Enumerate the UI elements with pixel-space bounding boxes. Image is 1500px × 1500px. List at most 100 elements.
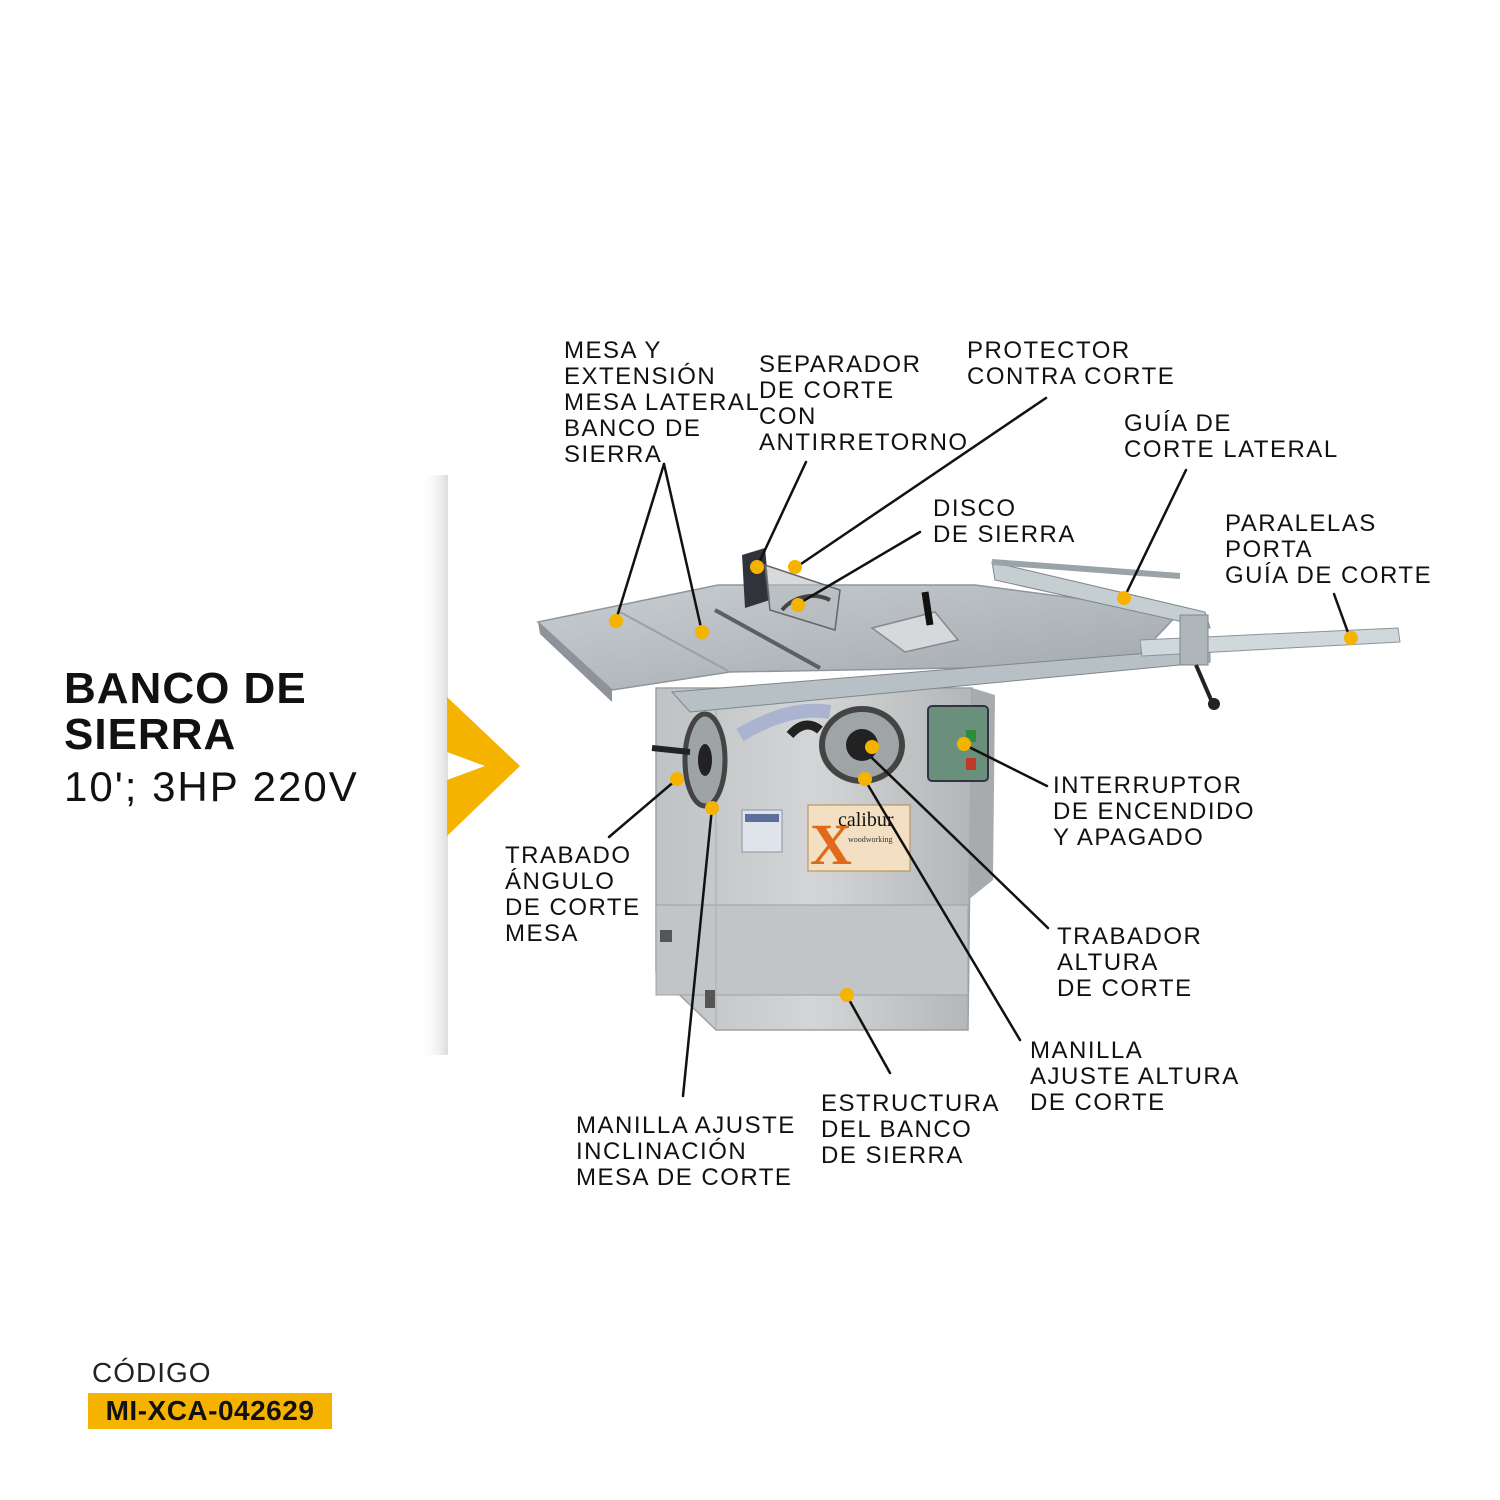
code-label: CÓDIGO [92,1357,212,1388]
label-line: ESTRUCTURA [821,1090,1001,1117]
callout-dots [609,560,1358,1002]
label-line: PORTA [1225,536,1313,563]
product-title-line2: SIERRA [64,710,237,759]
label-line: GUÍA DE CORTE [1225,562,1433,589]
label-manilla-inclinacion: MANILLA AJUSTE INCLINACIÓN MESA DE CORTE [576,1113,796,1191]
label-line: GUÍA DE [1124,410,1232,437]
label-line: MESA DE CORTE [576,1164,793,1191]
label-line: ALTURA [1057,949,1159,976]
leader-paralelas [1332,592,1352,640]
saw-blade [780,593,831,612]
chevron-arrow [447,697,520,836]
label-line: DE CORTE [759,377,895,404]
label-estructura: ESTRUCTURA DEL BANCO DE SIERRA [821,1091,1000,1169]
label-interruptor: INTERRUPTOR DE ENCENDIDO Y APAGADO [1053,773,1255,851]
label-line: SEPARADOR [759,351,922,378]
label-line: BANCO DE [564,415,702,442]
label-line: EXTENSIÓN [564,363,717,390]
dot-trabador-altura [865,740,879,754]
label-protector: PROTECTOR CONTRA CORTE [967,338,1175,390]
tilt-handwheel-hub [698,744,712,776]
foot-right [705,990,715,1008]
miter-gauge [870,611,960,653]
label-paralelas: PARALELAS PORTA GUÍA DE CORTE [1225,511,1432,589]
label-line: DISCO [933,495,1017,522]
brand-plate [807,804,911,872]
miter-slot [714,608,821,670]
dot-guia [1117,591,1131,605]
table-saw-illustration: X calibur woodworking [536,548,1401,1031]
label-line: SIERRA [564,441,663,468]
dot-mesa-right [695,625,709,639]
leader-mesa-left [614,462,666,622]
product-title: BANCO DE SIERRA [64,666,307,758]
label-mesa-extension: MESA Y EXTENSIÓN MESA LATERAL BANCO DE S… [564,338,760,468]
leader-guia [1122,468,1188,600]
label-line: MESA [505,920,580,947]
label-line: DE SIERRA [933,521,1076,548]
product-subtitle: 10'; 3HP 220V [64,763,359,810]
leader-protector [793,396,1048,570]
label-guia-lateral: GUÍA DE CORTE LATERAL [1124,411,1339,463]
label-line: ÁNGULO [505,868,616,895]
cabinet-plinth [655,904,969,996]
label-line: TRABADO [505,842,632,869]
switch-red [966,758,976,770]
dot-paralelas [1344,631,1358,645]
fence-lock-handle [1194,664,1214,703]
label-line: DE CORTE [505,894,641,921]
label-line: PARALELAS [1225,510,1377,537]
foot-left [660,930,672,942]
label-line: INTERRUPTOR [1053,772,1243,799]
height-handle [786,720,823,739]
parallel-rail [1139,627,1401,657]
switch-green [966,730,976,742]
brand-logo-text: calibur [838,809,894,831]
front-fence-rail [670,647,1211,713]
leader-interruptor [963,743,1049,788]
miter-handle [921,591,934,626]
label-line: CORTE LATERAL [1124,436,1339,463]
label-line: INCLINACIÓN [576,1138,748,1165]
dot-manilla-inclinacion [705,801,719,815]
leader-manilla-inclinacion [681,806,714,1098]
label-line: DEL BANCO [821,1116,973,1143]
leader-trabado-angulo [607,778,678,839]
brand-logo-x: X [810,812,852,877]
label-line: CONTRA CORTE [967,363,1176,390]
leader-disco [796,530,922,606]
tilt-handle [651,745,691,755]
label-line: ANTIRRETORNO [759,429,969,456]
label-line: MANILLA AJUSTE [576,1112,796,1139]
code-value: MI-XCA-042629 [88,1393,332,1429]
leader-mesa-right [662,462,704,634]
leader-lines [607,396,1352,1098]
product-title-line1: BANCO DE [64,664,307,713]
leader-trabador-altura [870,756,1050,930]
leader-separador [755,460,808,569]
label-line: PROTECTOR [967,337,1131,364]
dot-mesa-left [609,614,623,628]
dot-protector [788,560,802,574]
label-manilla-altura: MANILLA AJUSTE ALTURA DE CORTE [1030,1038,1240,1116]
fence-clamp [1179,614,1209,666]
label-line: DE CORTE [1030,1089,1166,1116]
leader-manilla-altura [863,778,1022,1042]
brand-logo-tagline: woodworking [848,835,892,844]
wing-seam [619,611,731,673]
rip-fence [991,561,1211,629]
rip-fence-top [991,559,1181,579]
bevel-scale [736,703,832,742]
label-line: MESA Y [564,337,662,364]
label-line: Y APAGADO [1053,824,1205,851]
dot-manilla-altura [858,772,872,786]
riving-knife [742,548,770,608]
label-line: MANILLA [1030,1037,1144,1064]
label-line: DE ENCENDIDO [1053,798,1256,825]
label-separador: SEPARADOR DE CORTE CON ANTIRRETORNO [759,352,969,456]
label-trabado-angulo: TRABADO ÁNGULO DE CORTE MESA [505,843,641,947]
label-line: DE CORTE [1057,975,1193,1002]
dot-disco [791,598,805,612]
label-line: CON [759,403,817,430]
